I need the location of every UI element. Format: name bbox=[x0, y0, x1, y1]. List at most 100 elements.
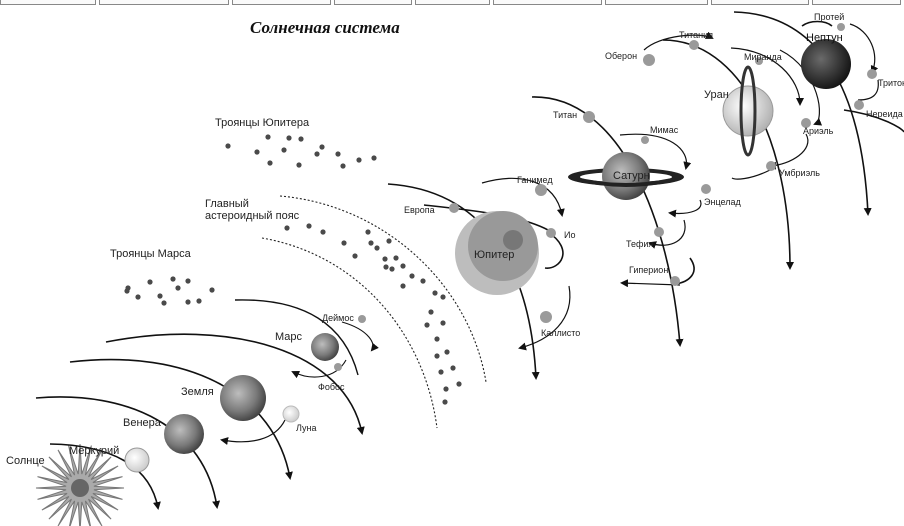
asteroid-dot bbox=[265, 134, 270, 139]
umbriel-label: Умбриэль bbox=[779, 168, 820, 178]
enceladus-label: Энцелад bbox=[704, 197, 741, 207]
titan bbox=[583, 111, 595, 123]
asteroid-dot bbox=[320, 229, 325, 234]
asteroid-dot bbox=[438, 369, 443, 374]
asteroid-dot bbox=[175, 285, 180, 290]
oberon bbox=[643, 54, 655, 66]
asteroid-dot bbox=[296, 162, 301, 167]
asteroid-dot bbox=[157, 293, 162, 298]
phobos-label: Фобос bbox=[318, 382, 345, 392]
asteroid-dot bbox=[450, 365, 455, 370]
europa-label: Европа bbox=[404, 205, 435, 215]
asteroid-dot bbox=[335, 151, 340, 156]
asteroid-dot bbox=[434, 336, 439, 341]
phobos bbox=[334, 363, 342, 371]
venus bbox=[164, 414, 204, 454]
asteroid-dot bbox=[170, 276, 175, 281]
moon-label: Луна bbox=[296, 423, 316, 433]
triton-label: Тритон bbox=[878, 78, 904, 88]
titan-label: Титан bbox=[553, 110, 577, 120]
asteroid-dot bbox=[400, 263, 405, 268]
asteroid-dot bbox=[352, 253, 357, 258]
jupiter-label: Юпитер bbox=[474, 249, 514, 261]
neptune-label: Нептун bbox=[806, 32, 843, 44]
asteroid-dot bbox=[196, 298, 201, 303]
mars-trojans-label: Троянцы Марса bbox=[110, 248, 192, 260]
asteroid-dot bbox=[135, 294, 140, 299]
hyperion bbox=[670, 276, 680, 286]
proteus bbox=[837, 23, 845, 31]
saturn-label: Сатурн bbox=[613, 170, 650, 182]
callisto-label: Каллисто bbox=[541, 328, 580, 338]
io bbox=[546, 228, 556, 238]
earth-label: Земля bbox=[181, 386, 214, 398]
asteroid-dot bbox=[382, 256, 387, 261]
sun-label: Солнце bbox=[6, 455, 45, 467]
uranus bbox=[723, 86, 773, 136]
asteroid-dot bbox=[185, 299, 190, 304]
jupiter-trojans-label: Троянцы Юпитера bbox=[215, 117, 310, 129]
jupiter-spot bbox=[503, 230, 523, 250]
asteroid-belt-label-2: астероидный пояс bbox=[205, 210, 300, 222]
nereid-label: Нереида bbox=[866, 109, 903, 119]
venus-label: Венера bbox=[123, 417, 162, 429]
asteroid-dot bbox=[286, 135, 291, 140]
asteroid-dot bbox=[254, 149, 259, 154]
asteroid-dot bbox=[284, 225, 289, 230]
mimas-label: Мимас bbox=[650, 125, 679, 135]
deimos bbox=[358, 315, 366, 323]
asteroid-dot bbox=[389, 266, 394, 271]
europa bbox=[449, 203, 459, 213]
asteroid-dot bbox=[356, 157, 361, 162]
asteroid-dot bbox=[374, 245, 379, 250]
asteroid-dot bbox=[393, 255, 398, 260]
asteroid-belt-boundary bbox=[262, 196, 486, 428]
hyperion-label: Гиперион bbox=[629, 265, 668, 275]
asteroid-dot bbox=[434, 353, 439, 358]
tethys bbox=[654, 227, 664, 237]
umbriel bbox=[766, 161, 776, 171]
asteroid-dot bbox=[400, 283, 405, 288]
uranus-label: Уран bbox=[704, 89, 729, 101]
asteroid-dot bbox=[428, 309, 433, 314]
uranus-orbit bbox=[644, 35, 819, 268]
ganymede bbox=[535, 184, 547, 196]
asteroid-dot bbox=[314, 151, 319, 156]
callisto bbox=[540, 311, 552, 323]
asteroid-dot bbox=[340, 163, 345, 168]
enceladus bbox=[701, 184, 711, 194]
asteroid-dot bbox=[371, 155, 376, 160]
asteroid-dot bbox=[281, 147, 286, 152]
ganymede-label: Ганимед bbox=[517, 175, 553, 185]
mars-trojans bbox=[124, 276, 214, 305]
asteroid-dot bbox=[443, 386, 448, 391]
oberon-label: Оберон bbox=[605, 51, 637, 61]
jupiter-shade bbox=[468, 211, 538, 281]
asteroid-dot bbox=[147, 279, 152, 284]
asteroid-dot bbox=[267, 160, 272, 165]
asteroid-dot bbox=[368, 240, 373, 245]
asteroid-dot bbox=[424, 322, 429, 327]
asteroid-dot bbox=[409, 273, 414, 278]
asteroid-dot bbox=[209, 287, 214, 292]
mercury-label: Меркурий bbox=[69, 445, 119, 457]
asteroid-dot bbox=[440, 320, 445, 325]
moon bbox=[283, 406, 299, 422]
asteroid-dot bbox=[306, 223, 311, 228]
titania-label: Титания bbox=[679, 30, 713, 40]
titania bbox=[689, 40, 699, 50]
miranda-label: Миранда bbox=[744, 52, 782, 62]
asteroid-dot bbox=[456, 381, 461, 386]
nereid bbox=[854, 100, 864, 110]
asteroid-dot bbox=[386, 238, 391, 243]
mars-label: Марс bbox=[275, 331, 303, 343]
proteus-label: Протей bbox=[814, 12, 844, 22]
asteroid-dot bbox=[432, 290, 437, 295]
io-label: Ио bbox=[564, 230, 575, 240]
asteroid-dot bbox=[341, 240, 346, 245]
asteroid-belt-label-1: Главный bbox=[205, 198, 249, 210]
asteroid-dot bbox=[185, 278, 190, 283]
asteroid-dot bbox=[444, 349, 449, 354]
tethys-label: Тефия bbox=[626, 239, 653, 249]
